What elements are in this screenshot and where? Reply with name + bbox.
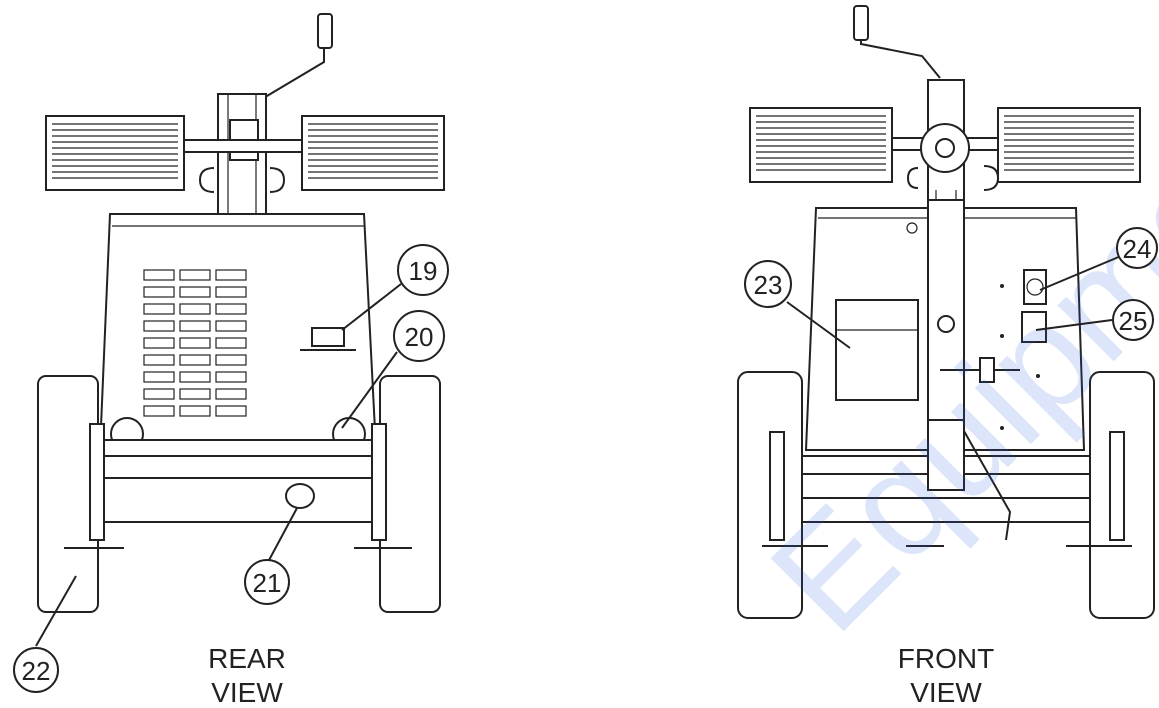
front-view-label-line1: FRONT [898, 643, 994, 674]
callout-21: 21 [244, 559, 290, 605]
svg-text:22: 22 [22, 656, 51, 686]
rear-view-drawing [37, 13, 445, 613]
svg-text:19: 19 [409, 256, 438, 286]
callout-25: 25 [1112, 299, 1154, 341]
rear-view-label-line1: REAR [208, 643, 286, 674]
front-view-label-line2: VIEW [910, 677, 982, 708]
rear-view-label-line2: VIEW [211, 677, 283, 708]
front-right-light-grille [1004, 115, 1134, 171]
rear-left-light-grille [52, 123, 178, 179]
front-left-light-grille [756, 115, 886, 171]
leader-lines [35, 255, 1122, 647]
callout-23: 23 [744, 260, 792, 308]
callout-24: 24 [1116, 227, 1158, 269]
svg-text:20: 20 [405, 322, 434, 352]
callout-19: 19 [397, 244, 449, 296]
callout-22: 22 [13, 647, 59, 693]
front-view-drawing [737, 5, 1155, 619]
rear-right-light-grille [308, 123, 438, 179]
svg-text:21: 21 [253, 568, 282, 598]
callout-20: 20 [393, 310, 445, 362]
svg-text:25: 25 [1119, 306, 1148, 336]
svg-text:24: 24 [1123, 234, 1152, 264]
rear-vent-grid [143, 269, 247, 417]
svg-text:23: 23 [754, 270, 783, 300]
